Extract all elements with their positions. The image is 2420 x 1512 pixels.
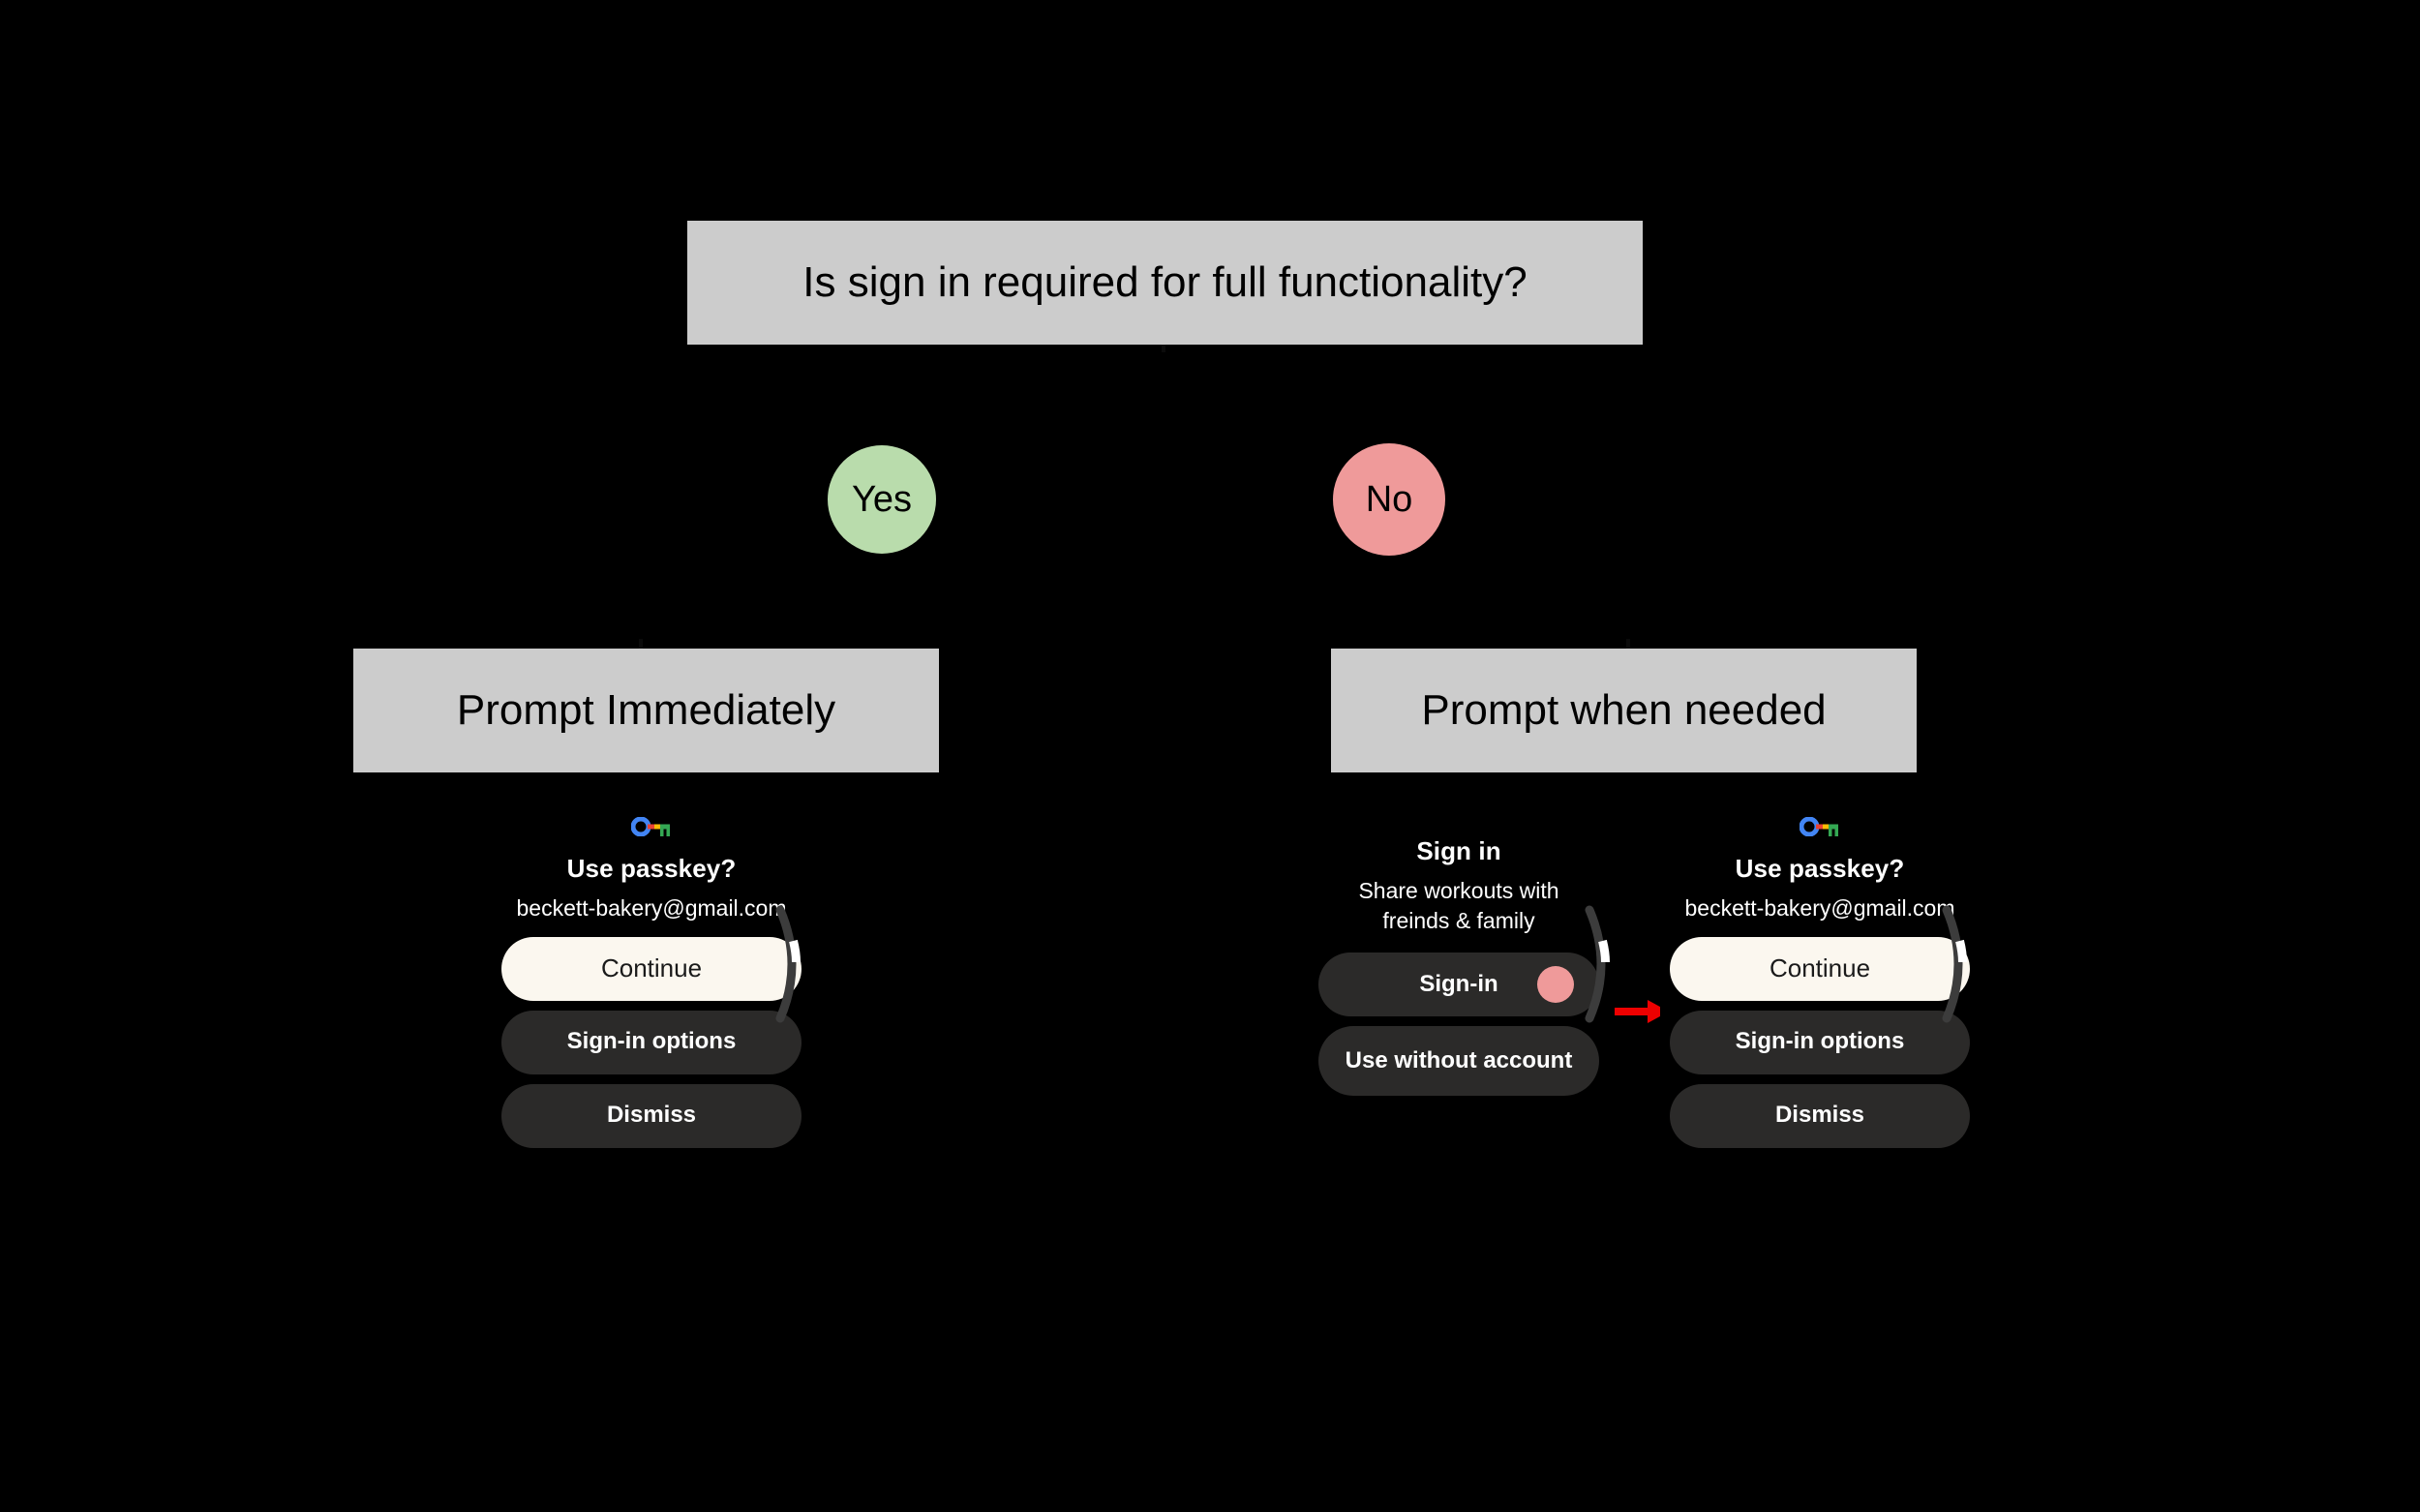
screen-title: Use passkey?	[566, 854, 737, 883]
dismiss-button[interactable]: Dismiss	[501, 1083, 802, 1148]
outcome-box-prompt-immediately: Prompt Immediately	[353, 649, 939, 772]
screen-subtitle-account-email: beckett-bakery@gmail.com	[1684, 895, 1955, 921]
scroll-indicator-passkey[interactable]	[1941, 905, 1985, 1023]
scroll-indicator-immediate[interactable]	[774, 905, 819, 1023]
sign-in-options-button[interactable]: Sign-in options	[501, 1010, 802, 1074]
button-stack: Continue Sign-in options Dismiss	[1660, 936, 1980, 1148]
avatar	[1537, 966, 1574, 1004]
sign-in-options-button[interactable]: Sign-in options	[1670, 1010, 1970, 1074]
watch-screen-prompt-immediately: Use passkey? beckett-bakery@gmail.com Co…	[492, 803, 811, 1307]
screen-subtitle-value-prop: Share workouts with freinds & family	[1358, 878, 1559, 933]
connector-title-to-branches	[1162, 339, 1165, 352]
scroll-indicator-sign-in[interactable]	[1584, 905, 1628, 1023]
button-stack: Continue Sign-in options Dismiss	[492, 936, 811, 1148]
continue-button[interactable]: Continue	[501, 936, 802, 1001]
red-arrow-icon	[1615, 1000, 1669, 1023]
google-passkey-key-icon	[631, 817, 670, 836]
screen-title: Sign in	[1416, 836, 1501, 865]
watch-screen-prompt-when-needed: Use passkey? beckett-bakery@gmail.com Co…	[1660, 803, 1980, 1307]
branch-label-yes: Yes	[828, 445, 936, 554]
button-stack: Sign-in Use without account	[1309, 953, 1609, 1097]
watch-screen-sign-in: Sign in Share workouts with freinds & fa…	[1309, 803, 1609, 1307]
continue-button[interactable]: Continue	[1670, 936, 1970, 1001]
decision-box-title: Is sign in required for full functionali…	[687, 221, 1643, 345]
use-without-account-button[interactable]: Use without account	[1318, 1026, 1599, 1097]
sign-in-button[interactable]: Sign-in	[1318, 953, 1599, 1017]
branch-label-no: No	[1333, 443, 1445, 556]
connector-no-to-prompt-when-needed	[1626, 639, 1630, 652]
dismiss-button[interactable]: Dismiss	[1670, 1083, 1970, 1148]
connector-yes-to-prompt-immediately	[639, 639, 643, 652]
google-passkey-key-icon	[1800, 817, 1838, 836]
screen-title: Use passkey?	[1735, 854, 1905, 883]
sign-in-button-label: Sign-in	[1419, 970, 1498, 997]
outcome-box-prompt-when-needed: Prompt when needed	[1331, 649, 1917, 772]
screen-subtitle-account-email: beckett-bakery@gmail.com	[516, 895, 787, 921]
